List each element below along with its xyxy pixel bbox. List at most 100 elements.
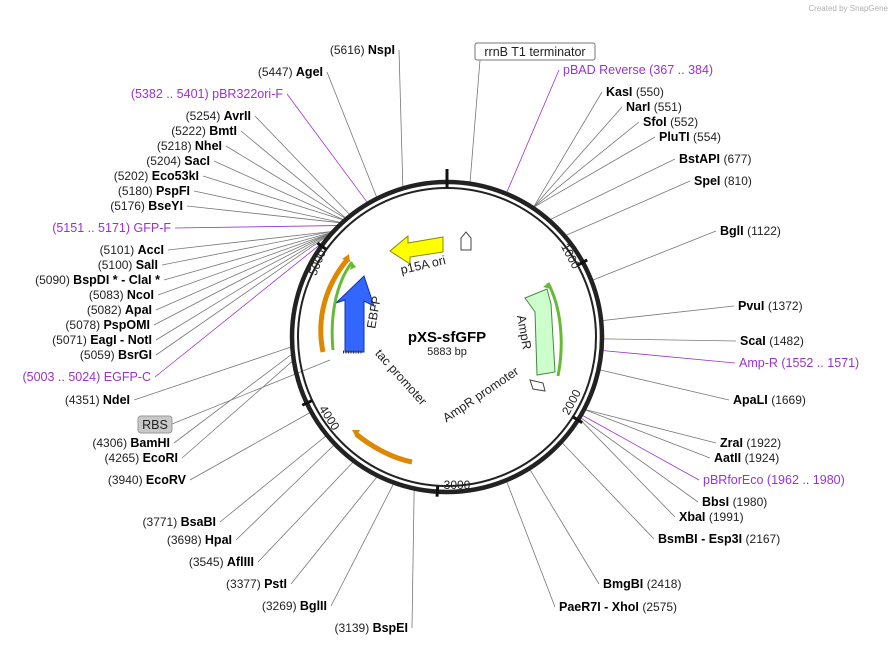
gfp-primer-arc [330,261,354,351]
site-position: (2575) [642,600,677,614]
site-name: NcoI [127,288,154,302]
site-label-bglii[interactable]: (3269) BglII [262,599,327,613]
ampr-promoter-glyph[interactable] [529,379,546,392]
svg-text:(5078) PspOMI: (5078) PspOMI [65,318,150,332]
site-name: EcoRV [146,473,187,487]
site-name: BmtI [209,124,237,138]
site-label-spei[interactable]: SpeI (810) [694,174,752,188]
site-label-nari[interactable]: NarI (551) [626,100,682,114]
site-label-bspdi-clai[interactable]: (5090) BspDI * - ClaI * [35,273,160,287]
site-name: SfoI [643,115,670,129]
svg-text:SpeI (810): SpeI (810) [694,174,752,188]
site-label-avrii[interactable]: (5254) AvrII [186,109,251,123]
site-label-ncoi[interactable]: (5083) NcoI [89,288,154,302]
site-label-xbai[interactable]: XbaI (1991) [679,510,744,524]
site-position: (4265) [105,451,143,465]
site-label-apai[interactable]: (5082) ApaI [87,303,152,317]
site-label-pspfi[interactable]: (5180) PspFI [118,184,190,198]
leader-line [603,305,735,321]
site-label-sfoi[interactable]: SfoI (552) [643,115,698,129]
rrnb-terminator-box[interactable] [474,42,596,61]
site-label-agei[interactable]: (5447) AgeI [258,65,323,79]
site-label-kasi[interactable]: KasI (550) [606,85,664,99]
leader-line [257,462,353,563]
site-label-nspi[interactable]: (5616) NspI [330,43,395,57]
leader-line [171,359,331,425]
site-label-apali[interactable]: ApaLI (1669) [733,393,806,407]
leader-line [469,59,481,184]
site-label-bmti[interactable]: (5222) BmtI [171,124,237,138]
site-label-pluti[interactable]: PluTI (554) [659,130,721,144]
site-label-aatii[interactable]: AatII (1924) [714,451,779,465]
feature-label-ampr: AmpR [514,314,534,351]
site-name: pBAD Reverse [563,63,649,77]
site-label-bmgbi[interactable]: BmgBI (2418) [603,577,681,591]
leader-line [181,361,293,459]
svg-text:BmgBI (2418): BmgBI (2418) [603,577,681,591]
amp-r-primer-arc [546,282,563,377]
tac-promoter-upper-head [342,254,350,262]
svg-text:(4351) NdeI: (4351) NdeI [65,393,130,407]
site-name: NspI [368,43,395,57]
leader-line [326,71,377,197]
site-label-saci[interactable]: (5204) SacI [146,154,210,168]
site-label-acci[interactable]: (5101) AccI [100,243,164,257]
site-label-bsrgi[interactable]: (5059) BsrGI [80,348,152,362]
site-label-bstapi[interactable]: BstAPI (677) [679,152,751,166]
site-label-gfp-f[interactable]: (5151 .. 5171) GFP-F [52,221,171,235]
rrnb-terminator-glyph[interactable] [460,231,472,251]
site-label-pspomi[interactable]: (5078) PspOMI [65,318,150,332]
site-label-bsabi[interactable]: (3771) BsaBI [143,515,216,529]
svg-text:(5059) BsrGI: (5059) BsrGI [80,348,152,362]
site-label-psti[interactable]: (3377) PstI [226,577,287,591]
site-label-bgli[interactable]: BglI (1122) [720,224,781,238]
rbs-box[interactable] [137,415,173,434]
leader-line [506,481,556,608]
svg-text:ApaLI (1669): ApaLI (1669) [733,393,806,407]
leader-line [163,232,330,281]
site-label-pbr322ori-f[interactable]: (5382 .. 5401) pBR322ori-F [131,87,284,101]
site-label-bsmbi-esp3i[interactable]: BsmBI - Esp3I (2167) [658,532,780,546]
leader-line [585,409,711,459]
site-label-bseyi[interactable]: (5176) BseYI [110,199,183,213]
site-label-ndei[interactable]: (4351) NdeI [65,393,130,407]
site-label-ecorv[interactable]: (3940) EcoRV [108,473,187,487]
svg-text:KasI (550): KasI (550) [606,85,664,99]
leader-line [173,354,292,444]
site-label-pbrforeco[interactable]: pBRforEco (1962 .. 1980) [703,473,845,487]
site-label-zrai[interactable]: ZraI (1922) [720,436,781,450]
site-label-ecori[interactable]: (4265) EcoRI [105,451,178,465]
svg-text:BglI (1122): BglI (1122) [720,224,781,238]
p15a-ori-arrow[interactable] [389,234,444,265]
site-name: BsmBI - Esp3I [658,532,746,546]
svg-text:(5254) AvrII: (5254) AvrII [186,109,251,123]
site-name: SacI [184,154,210,168]
svg-text:(5382 .. 5401) pBR322ori-F: (5382 .. 5401) pBR322ori-F [131,87,284,101]
site-label-hpai[interactable]: (3698) HpaI [167,533,232,547]
site-label-paer7i-xhoi[interactable]: PaeR7I - XhoI (2575) [559,600,677,614]
site-name: BsrGI [118,348,152,362]
site-label-nhei[interactable]: (5218) NheI [157,139,222,153]
site-label-bspei[interactable]: (3139) BspEI [335,621,408,635]
leader-line [398,49,404,187]
site-label-pvui[interactable]: PvuI (1372) [738,299,803,313]
site-name: ScaI [740,334,769,348]
leader-line [529,469,600,585]
ebfp-arrow[interactable] [335,275,375,353]
site-label-eagi-noti[interactable]: (5071) EagI - NotI [52,333,152,347]
site-label-bbsi[interactable]: BbsI (1980) [702,495,767,509]
site-label-pbad-reverse[interactable]: pBAD Reverse (367 .. 384) [563,63,713,77]
site-label-egfp-c[interactable]: (5003 .. 5024) EGFP-C [22,370,151,384]
site-position: (1669) [771,393,806,407]
site-label-bamhi[interactable]: (4306) BamHI [92,436,170,450]
site-labels: (5616) NspI (5447) AgeI (5382 .. 5401) pBR… [22,43,859,635]
site-label-amp-r[interactable]: Amp-R (1552 .. 1571) [739,356,859,370]
site-label-afliii[interactable]: (3545) AflIII [189,555,254,569]
site-position: (551) [654,100,682,114]
leader-line [586,409,717,444]
site-label-eco53ki[interactable]: (5202) Eco53kI [114,169,199,183]
site-name: BmgBI [603,577,647,591]
site-label-sali[interactable]: (5100) SalI [98,258,158,272]
site-label-scai[interactable]: ScaI (1482) [740,334,804,348]
ampr-arrow[interactable] [524,288,556,376]
